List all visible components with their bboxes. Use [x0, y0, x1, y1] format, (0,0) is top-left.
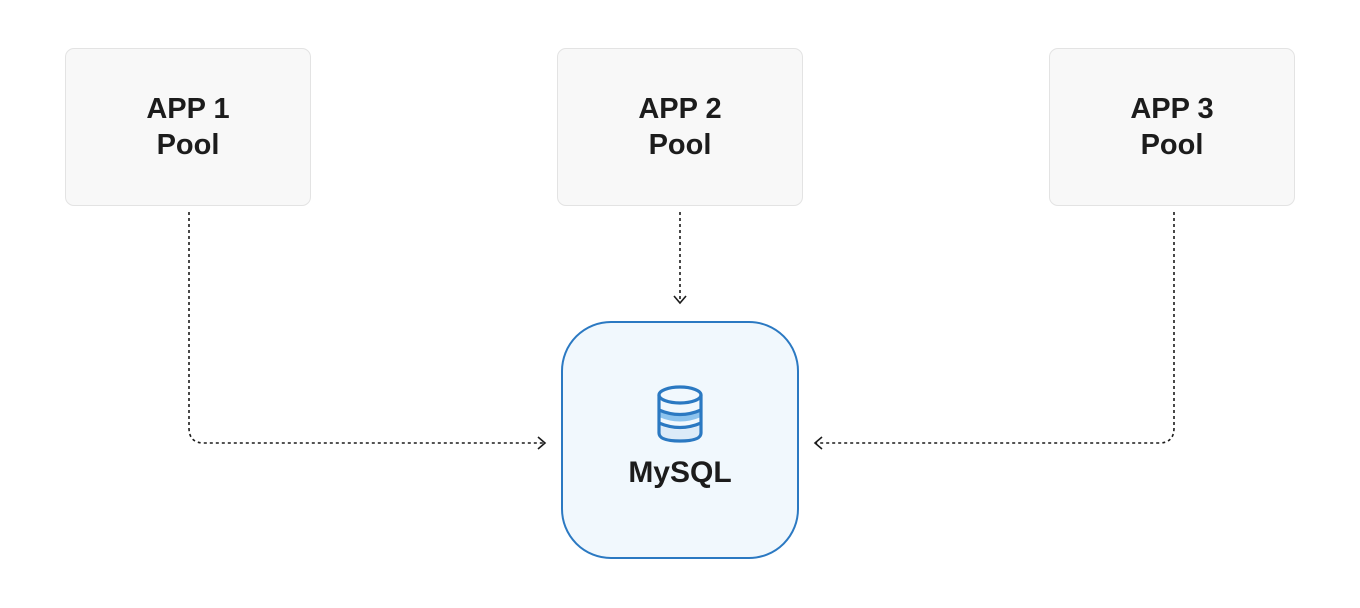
app2-pool-title: APP 2 [638, 93, 722, 125]
mysql-node: MySQL [561, 321, 799, 559]
arrowhead-app1 [537, 436, 547, 450]
mysql-label: MySQL [628, 456, 732, 489]
connector-app1-to-mysql [188, 212, 544, 444]
app1-pool-node: APP 1 Pool [65, 48, 311, 206]
arrowhead-app3 [813, 436, 823, 450]
app3-pool-title: APP 3 [1130, 93, 1214, 125]
app2-pool-subtitle: Pool [648, 129, 712, 161]
app3-pool-subtitle: Pool [1140, 129, 1204, 161]
connector-app3-to-mysql [816, 212, 1175, 444]
database-icon [657, 385, 703, 443]
app2-pool-node: APP 2 Pool [557, 48, 803, 206]
app1-pool-title: APP 1 [146, 93, 230, 125]
app1-pool-subtitle: Pool [156, 129, 220, 161]
app3-pool-node: APP 3 Pool [1049, 48, 1295, 206]
arrowhead-app2 [673, 295, 687, 305]
